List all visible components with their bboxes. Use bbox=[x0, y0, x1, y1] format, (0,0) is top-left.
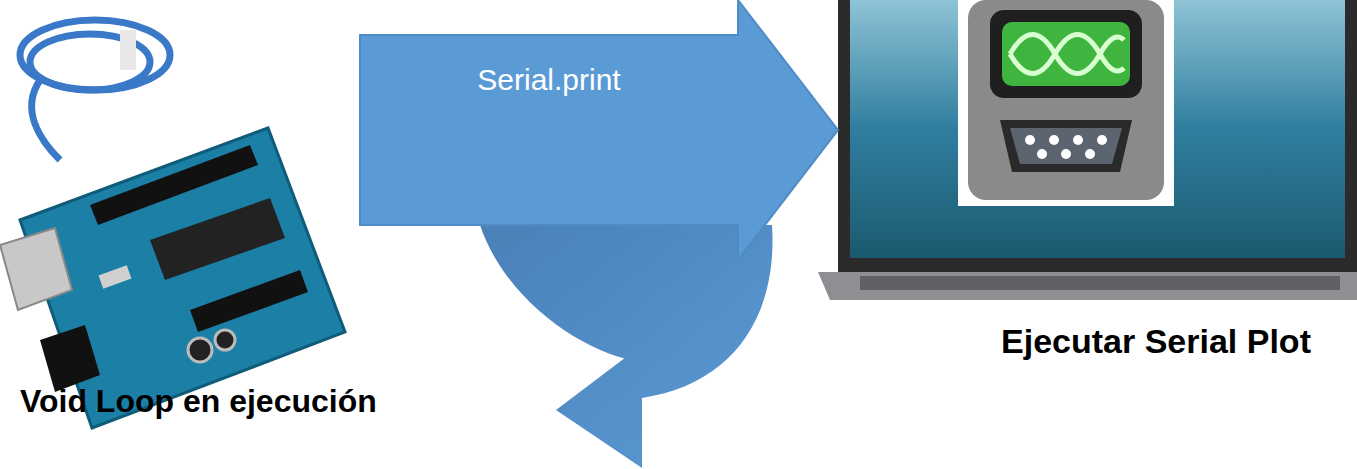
block-arrow bbox=[360, 0, 838, 260]
serial-plot-icon bbox=[958, 0, 1174, 206]
usb-cable bbox=[20, 20, 170, 160]
cable-tie bbox=[120, 30, 136, 70]
arrow-label: Serial.print bbox=[477, 63, 620, 97]
loop-arrow bbox=[480, 225, 773, 468]
caption-text: Void Loop en ejecución bbox=[20, 383, 377, 420]
laptop bbox=[818, 0, 1357, 300]
arduino-board: Void Loop en ejecución bbox=[0, 0, 355, 440]
caption-text: Ejecutar Serial Plot bbox=[1001, 322, 1311, 361]
laptop: Ejecutar Serial Plot bbox=[838, 0, 1357, 300]
